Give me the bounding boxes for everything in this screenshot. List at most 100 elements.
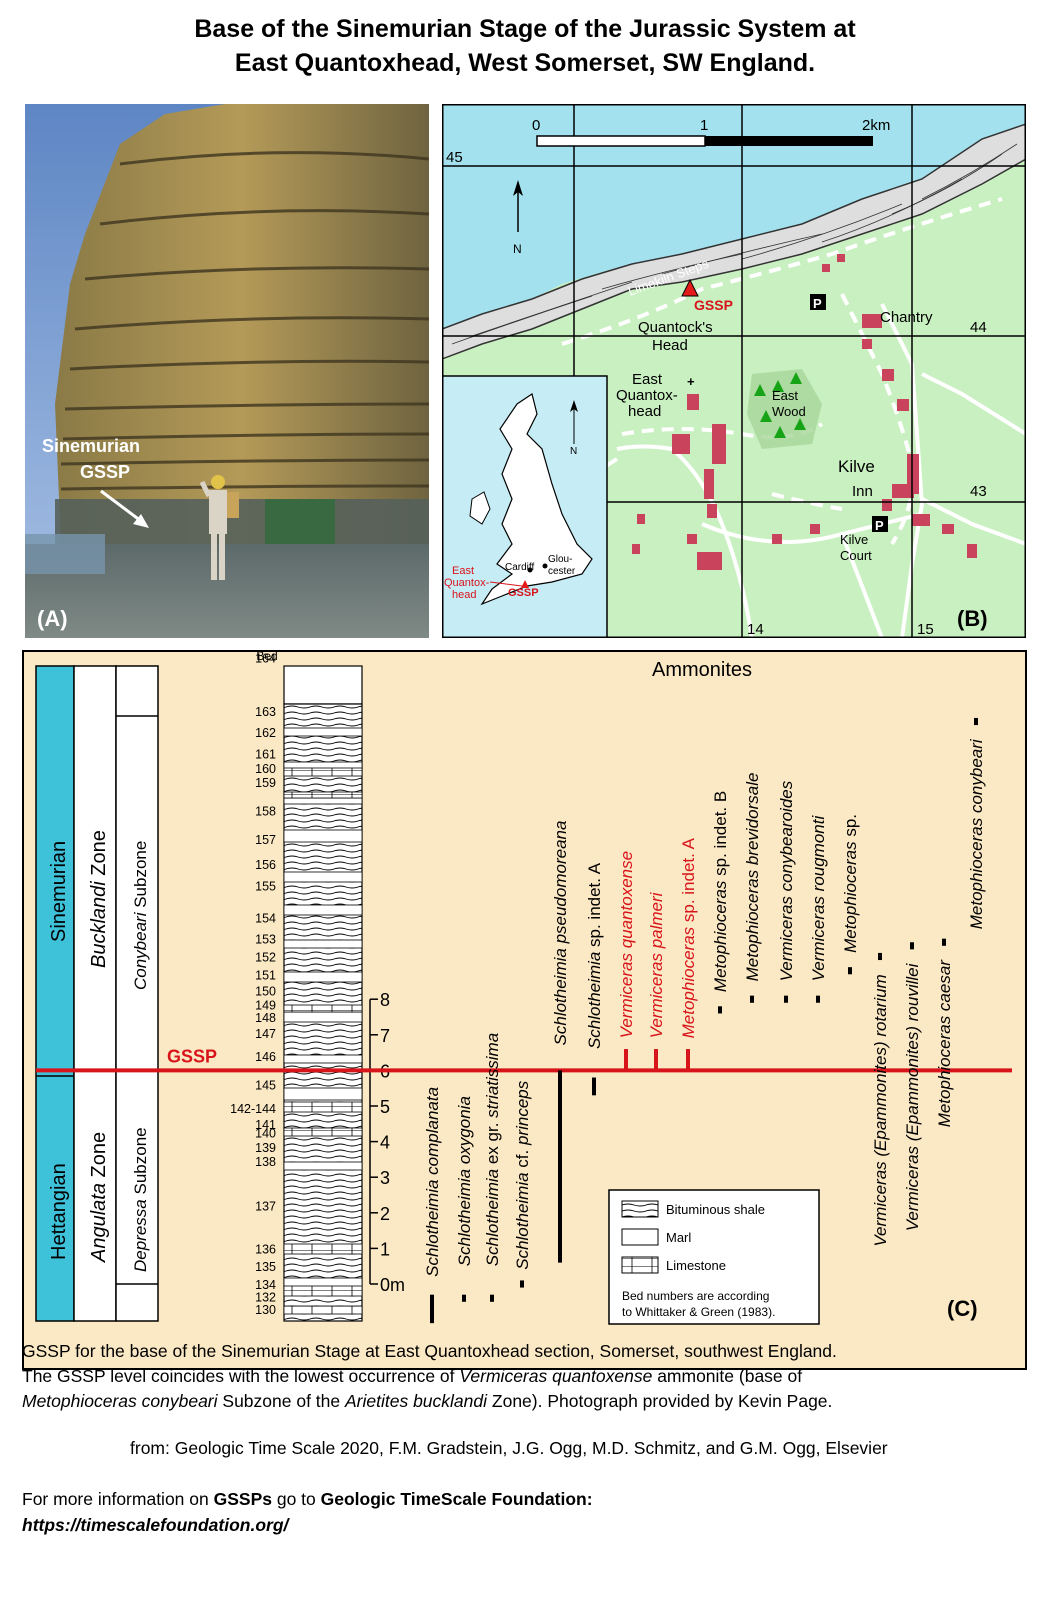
ammonite-label-5: Schlotheimia sp. indet. A xyxy=(585,862,604,1049)
ammonite-label-6: Vermiceras quantoxense xyxy=(617,851,636,1038)
panel-c-background xyxy=(22,650,1027,1370)
legend-note-1: Bed numbers are according xyxy=(622,1289,769,1303)
caption-line-2: The GSSP level coincides with the lowest… xyxy=(22,1366,803,1386)
legend-note-2: to Whittaker & Green (1983). xyxy=(622,1305,775,1319)
ammonite-label-17: Metophioceras conybeari xyxy=(967,738,986,929)
svg-text:P: P xyxy=(813,296,822,311)
photo-gssp-label-2: GSSP xyxy=(80,462,130,482)
east-wood-2: Wood xyxy=(772,404,806,419)
title-line-2: East Quantoxhead, West Somerset, SW Engl… xyxy=(234,49,816,77)
bed-label-161: 161 xyxy=(255,748,276,762)
bed-label-130: 130 xyxy=(255,1303,276,1317)
cliff-photograph: Sinemurian GSSP (A) xyxy=(25,104,429,638)
foreshore-ledges xyxy=(442,123,1026,360)
legend-marl: Marl xyxy=(666,1230,691,1245)
inset-north-label: N xyxy=(570,446,577,457)
depth-tick-label-4: 4 xyxy=(380,1133,390,1153)
depth-tick-label-0: 0m xyxy=(380,1275,405,1295)
photo-gssp-label-1: Sinemurian xyxy=(42,436,140,456)
panel-label-a: (A) xyxy=(37,606,68,631)
ammonite-label-8: Metophioceras sp. indet. A xyxy=(679,837,698,1038)
east-wood-1: East xyxy=(772,388,798,403)
panel-label-b: (B) xyxy=(957,606,988,631)
ammonite-label-10: Metophioceras brevidorsale xyxy=(743,773,762,982)
legend: Bituminous shale Marl Limestone Bed numb… xyxy=(608,1189,820,1325)
bed-label-155: 155 xyxy=(255,879,276,893)
ammonite-label-13: Metophioceras sp. xyxy=(841,814,860,953)
scale-bar xyxy=(536,135,873,147)
info-line: For more information on GSSPs go to Geol… xyxy=(22,1489,593,1509)
inset-uk-map: N Cardiff Glou- cester East Quantox- hea… xyxy=(442,375,608,638)
scale-0: 0 xyxy=(532,117,540,134)
legend-limestone: Limestone xyxy=(666,1258,726,1273)
villages xyxy=(632,254,977,570)
bed-label-134: 134 xyxy=(255,1278,276,1292)
kilve-court-2: Court xyxy=(840,548,872,563)
bed-label-160: 160 xyxy=(255,762,276,776)
inset-gloucester-2: cester xyxy=(548,566,576,577)
bed-label-164: 164 xyxy=(255,651,276,665)
bed-label-162: 162 xyxy=(255,726,276,740)
chantry-label: Chantry xyxy=(880,309,933,326)
ammonite-label-9: Metophioceras sp. indet. B xyxy=(711,791,730,992)
gssp-label: GSSP xyxy=(167,1046,217,1066)
bed-label-145: 145 xyxy=(255,1079,276,1093)
bed-label-136: 136 xyxy=(255,1242,276,1256)
north-arrow: N xyxy=(513,180,523,256)
inset-gloucester-1: Glou- xyxy=(548,554,572,565)
ammonite-label-0: Schlotheimia complanata xyxy=(423,1087,442,1277)
caption-line-1: GSSP for the base of the Sinemurian Stag… xyxy=(22,1341,837,1361)
bed-label-147: 147 xyxy=(255,1027,276,1041)
gssp-marker-icon xyxy=(681,278,699,297)
legend-swatch-shale xyxy=(621,1200,659,1218)
inset-cardiff: Cardiff xyxy=(505,562,534,573)
grid-43: 43 xyxy=(970,483,987,500)
church-icon: + xyxy=(687,374,695,389)
bed-label-163: 163 xyxy=(255,705,276,719)
scale-1: 1 xyxy=(700,117,708,134)
foundation-link[interactable]: https://timescalefoundation.org/ xyxy=(22,1515,289,1535)
grid-14: 14 xyxy=(747,621,764,638)
ammonite-label-3: Schlotheimia cf. princeps xyxy=(513,1080,532,1269)
bed-label-153: 153 xyxy=(255,933,276,947)
bed-label-149: 149 xyxy=(255,999,276,1013)
bed-label-141: 141 xyxy=(255,1118,276,1132)
map-gssp-label: GSSP xyxy=(694,297,733,313)
depth-tick-label-3: 3 xyxy=(380,1168,390,1188)
ammonites-header: Ammonites xyxy=(652,659,752,681)
legend-shale: Bituminous shale xyxy=(666,1202,765,1217)
kilve-inn-label: Inn xyxy=(852,483,873,500)
bed-label-158: 158 xyxy=(255,805,276,819)
subzone-column: Conybeari Subzone Depressa Subzone xyxy=(115,665,159,1322)
inset-eq-3: head xyxy=(452,589,476,601)
kilve-court-1: Kilve xyxy=(840,532,868,547)
depth-tick-label-8: 8 xyxy=(380,990,390,1010)
tree-icons xyxy=(754,372,806,438)
bed-label-154: 154 xyxy=(255,911,276,925)
bed-label-142-144: 142-144 xyxy=(230,1102,276,1116)
bed-header: Bed xyxy=(256,650,277,663)
bed-label-135: 135 xyxy=(255,1260,276,1274)
parking-icon-1: P xyxy=(810,294,826,311)
stage-hettangian: Hettangian xyxy=(48,1163,70,1260)
ammonite-label-11: Vermiceras conybearoides xyxy=(777,780,796,981)
title-line-1: Base of the Sinemurian Stage of the Jura… xyxy=(194,15,856,43)
subzone-depressa: Depressa Subzone xyxy=(131,1127,150,1272)
subzone-conybeari: Conybeari Subzone xyxy=(131,841,150,990)
svg-text:P: P xyxy=(875,518,884,533)
east-quantoxhead-1: East xyxy=(632,371,663,388)
quantocks-head-2: Head xyxy=(652,337,688,354)
location-map: 0 1 2km 45 44 43 14 15 N Limekiln Steps … xyxy=(442,104,1026,638)
bed-label-156: 156 xyxy=(255,858,276,872)
bed-label-150: 150 xyxy=(255,984,276,998)
north-label: N xyxy=(513,242,522,256)
ammonite-label-14: Vermiceras (Epammonites) rotarium xyxy=(871,974,890,1246)
inset-eq-1: East xyxy=(452,565,474,577)
grid-45: 45 xyxy=(446,149,463,166)
zone-bucklandi: Bucklandi Zone xyxy=(88,830,110,968)
geologist-figure xyxy=(199,475,239,580)
lithology-column xyxy=(283,665,363,1322)
zone-angulata: Angulata Zone xyxy=(88,1132,110,1263)
legend-swatch-marl xyxy=(621,1228,659,1246)
